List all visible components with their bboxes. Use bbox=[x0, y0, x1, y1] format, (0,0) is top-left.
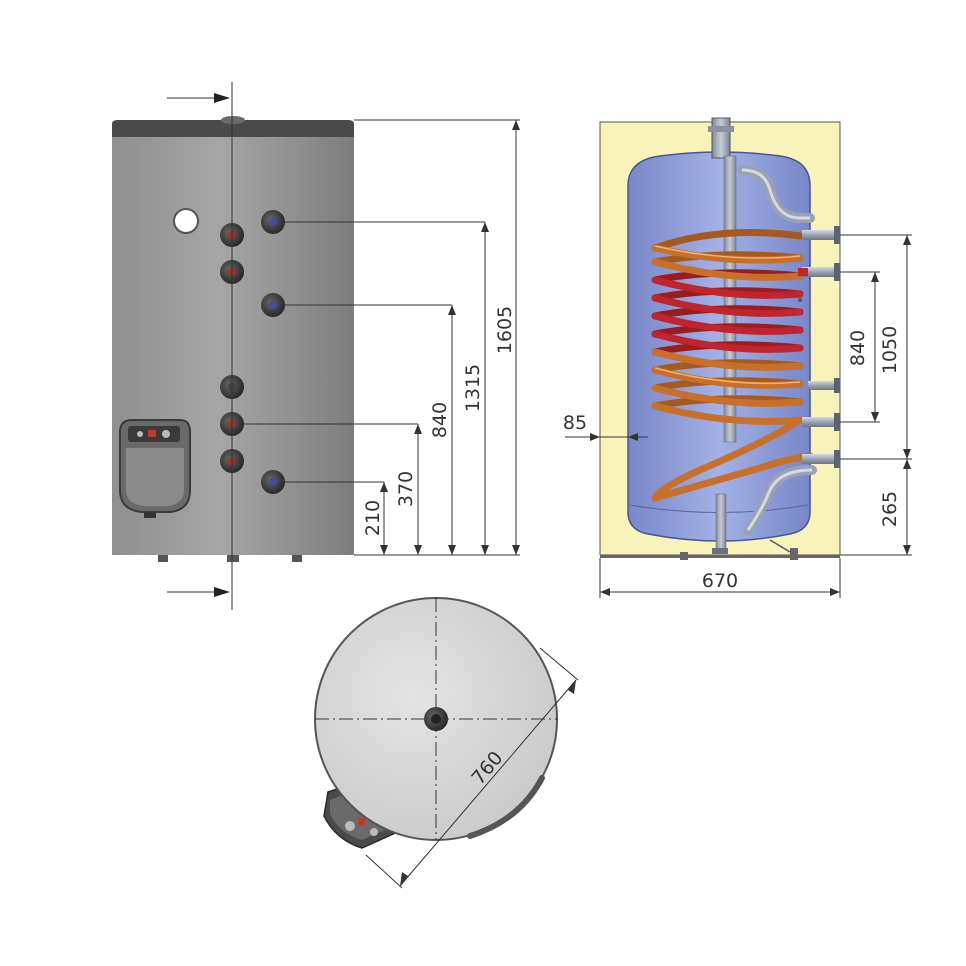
dim-1605: 1605 bbox=[494, 306, 516, 354]
dim-line-1050 bbox=[903, 235, 911, 459]
dim-line-1315 bbox=[481, 222, 489, 555]
dim-line-370 bbox=[414, 424, 422, 555]
central-anode bbox=[723, 155, 737, 443]
bottom-anode bbox=[715, 493, 727, 553]
section-arrow-top bbox=[167, 93, 230, 103]
side-connection-1 bbox=[802, 226, 840, 244]
top-nozzle bbox=[221, 116, 245, 124]
dim-840-section: 840 bbox=[847, 330, 869, 366]
dim-1050: 1050 bbox=[879, 326, 901, 374]
foot-right bbox=[292, 555, 302, 562]
dim-line-210 bbox=[380, 482, 388, 555]
dim-85: 85 bbox=[563, 412, 587, 434]
port-right-1 bbox=[261, 210, 285, 234]
tank-lid bbox=[112, 120, 354, 137]
dim-line-1605 bbox=[512, 120, 520, 555]
dim-line-670 bbox=[599, 558, 841, 598]
dim-line-840 bbox=[448, 305, 456, 555]
port-right-2 bbox=[261, 293, 285, 317]
dim-370: 370 bbox=[395, 471, 417, 507]
dim-670: 670 bbox=[702, 570, 738, 592]
dim-840-front: 840 bbox=[429, 402, 451, 438]
inspection-hole bbox=[173, 208, 199, 234]
top-view: 760 bbox=[314, 597, 579, 889]
side-connection-5 bbox=[802, 450, 840, 468]
foot-left bbox=[158, 555, 168, 562]
dim-line-265 bbox=[903, 459, 911, 555]
heating-coil bbox=[651, 228, 814, 502]
section-arrow-bottom bbox=[167, 587, 230, 597]
port-right-3 bbox=[261, 470, 285, 494]
side-connection-3 bbox=[808, 378, 840, 393]
dim-line-85 bbox=[565, 433, 648, 441]
front-view: 210 370 840 1315 1605 bbox=[112, 82, 520, 610]
dim-265: 265 bbox=[879, 491, 901, 527]
control-box bbox=[119, 419, 191, 518]
side-connection-4 bbox=[802, 413, 840, 431]
top-fitting bbox=[711, 117, 731, 159]
dim-1315: 1315 bbox=[462, 364, 484, 412]
dim-line-760 bbox=[365, 647, 579, 889]
dim-line-840-section bbox=[871, 272, 879, 422]
side-connection-2 bbox=[798, 263, 840, 281]
dim-210: 210 bbox=[362, 500, 384, 536]
section-view: 85 670 840 1050 265 bbox=[563, 117, 912, 598]
foot-center bbox=[227, 555, 239, 562]
